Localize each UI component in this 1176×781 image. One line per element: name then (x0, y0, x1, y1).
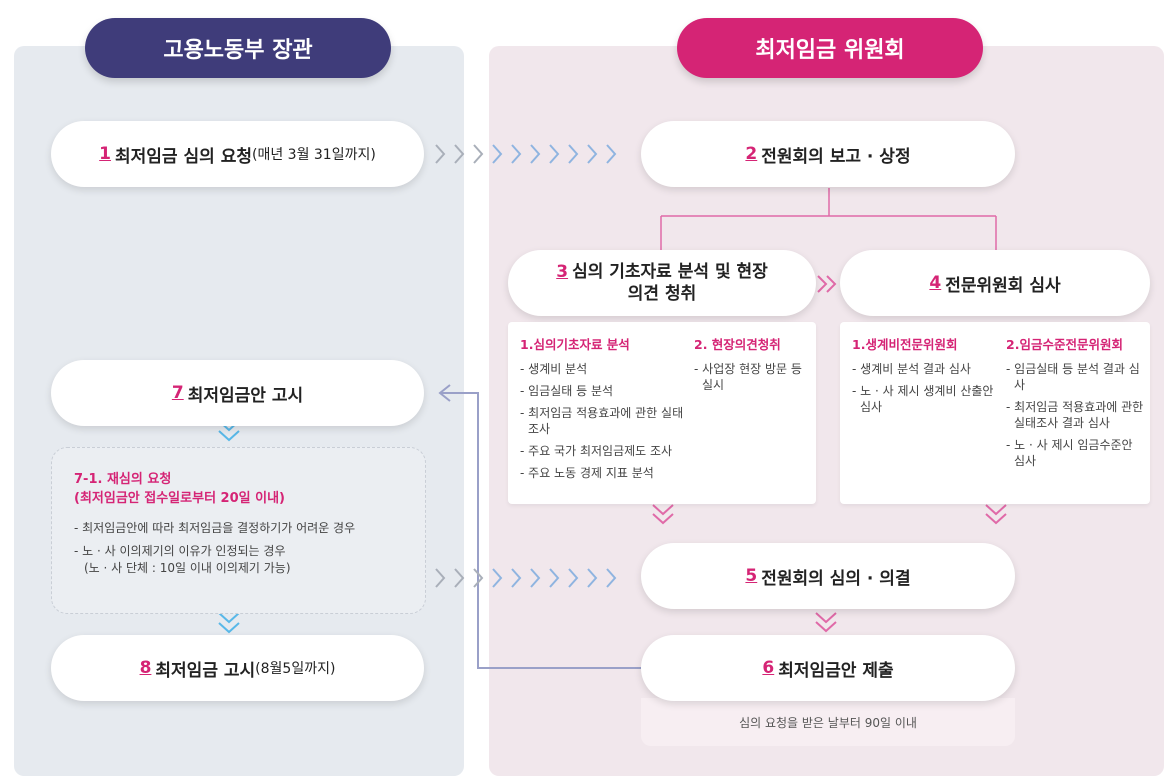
list-item: 생계비 분석 결과 심사 (852, 361, 996, 377)
tree-connector (660, 188, 997, 250)
step-8-label: 최저임금 고시 (155, 660, 256, 681)
step-2-box: 2 전원회의 보고 · 상정 (641, 121, 1015, 187)
step-7-label: 최저임금안 고시 (187, 385, 304, 406)
step-7-number: 7 (171, 383, 184, 403)
chevron-mark (587, 568, 598, 588)
list-item: 노 · 사 제시 생계비 산출안 심사 (852, 383, 996, 415)
reconsider-item-2-note: (노 · 사 단체 : 10일 이내 이의제기 가능) (84, 561, 291, 575)
list-item: 최저임금 적용효과에 관한실태조사 결과 심사 (1006, 399, 1146, 431)
chevron-down-4 (985, 504, 1007, 525)
step-5-label: 전원회의 심의 · 의결 (761, 568, 911, 589)
list-item: 임금실태 등 분석 (520, 383, 688, 399)
step-4-label: 전문위원회 심사 (945, 275, 1061, 296)
chevron-mark (606, 568, 617, 588)
step-2-label: 전원회의 보고 · 상정 (761, 146, 911, 167)
list-item: 사업장 현장 방문 등 실시 (694, 361, 806, 393)
step-4-col-2-title: 2.임금수준전문위원회 (1006, 337, 1123, 352)
chevron-down-7-1 (218, 612, 240, 634)
step-3-label-1: 심의 기초자료 분석 및 현장 (572, 262, 768, 282)
header-commission: 최저임금 위원회 (677, 18, 983, 78)
chevron-arrow-row-1 (435, 144, 617, 164)
chevron-mark (530, 568, 541, 588)
step-6-label: 최저임금안 제출 (778, 660, 894, 681)
step-1-box: 1 최저임금 심의 요청 (매년 3월 31일까지) (51, 121, 424, 187)
step-3-number: 3 (556, 262, 569, 282)
step-5-box: 5 전원회의 심의 · 의결 (641, 543, 1015, 609)
chevron-down-5 (815, 612, 837, 633)
step-4-box: 4 전문위원회 심사 (840, 250, 1150, 316)
reconsider-box: 7-1. 재심의 요청 (최저임금안 접수일로부터 20일 이내) - 최저임금… (51, 447, 426, 614)
step-3-details: 1.심의기초자료 분석 생계비 분석 임금실태 등 분석 최저임금 적용효과에 … (508, 322, 816, 504)
step-4-details: 1.생계비전문위원회 생계비 분석 결과 심사 노 · 사 제시 생계비 산출안… (840, 322, 1150, 504)
header-ministry: 고용노동부 장관 (85, 18, 391, 78)
step-8-number: 8 (139, 658, 152, 678)
step-3-col-2: 2. 현장의견청취 사업장 현장 방문 등 실시 (694, 334, 806, 399)
step-4-number: 4 (929, 273, 942, 293)
chevron-mark (568, 568, 579, 588)
step-3-col-1: 1.심의기초자료 분석 생계비 분석 임금실태 등 분석 최저임금 적용효과에 … (520, 334, 688, 487)
reconsider-item-2: - 노 · 사 이의제기의 이유가 인정되는 경우 (74, 544, 286, 558)
step-1-number: 1 (99, 144, 112, 164)
chevron-mark (454, 568, 465, 588)
step-4-col-2: 2.임금수준전문위원회 임금실태 등 분석 결과 심사 최저임금 적용효과에 관… (1006, 334, 1146, 475)
list-item: 생계비 분석 (520, 361, 688, 377)
chevron-mark (435, 568, 446, 588)
list-item: 주요 국가 최저임금제도 조사 (520, 443, 688, 459)
step-8-suffix: (8월5일까지) (255, 661, 336, 677)
list-item: 주요 노동 경제 지표 분석 (520, 465, 688, 481)
chevron-mark (492, 144, 503, 164)
reconsider-content: 7-1. 재심의 요청 (최저임금안 접수일로부터 20일 이내) - 최저임금… (74, 470, 414, 577)
chevron-mark (606, 144, 617, 164)
step-4-col-1: 1.생계비전문위원회 생계비 분석 결과 심사 노 · 사 제시 생계비 산출안… (852, 334, 996, 421)
list-item: 노 · 사 제시 임금수준안 심사 (1006, 437, 1146, 469)
step-1-label: 최저임금 심의 요청 (115, 146, 252, 167)
step-8-box: 8 최저임금 고시 (8월5일까지) (51, 635, 424, 701)
list-item: 최저임금 적용효과에 관한 실태조사 (520, 405, 688, 437)
chevron-mark (511, 568, 522, 588)
reconsider-title-2: (최저임금안 접수일로부터 20일 이내) (74, 491, 285, 506)
step-1-suffix: (매년 3월 31일까지) (251, 147, 376, 163)
chevron-mark (454, 144, 465, 164)
return-connector (438, 384, 641, 669)
reconsider-item-1: - 최저임금안에 따라 최저임금을 결정하기가 어려운 경우 (74, 521, 356, 535)
chevron-down-3 (652, 504, 674, 525)
list-item: 임금실태 등 분석 결과 심사 (1006, 361, 1146, 393)
step-6-number: 6 (762, 658, 775, 678)
chevron-mark (568, 144, 579, 164)
step-3-col-2-title: 2. 현장의견청취 (694, 337, 781, 352)
step-2-number: 2 (745, 144, 758, 164)
chevron-mark (435, 144, 446, 164)
step-5-number: 5 (745, 566, 758, 586)
step-6-box: 6 최저임금안 제출 (641, 635, 1015, 701)
chevron-arrow-row-2 (435, 568, 617, 588)
chevron-mark (473, 568, 484, 588)
step-3-col-1-title: 1.심의기초자료 분석 (520, 337, 630, 352)
step-3-label-2: 의견 청취 (627, 284, 697, 304)
reconsider-title-1: 7-1. 재심의 요청 (74, 472, 172, 487)
chevron-arrow-3-to-4 (817, 275, 837, 293)
chevron-mark (511, 144, 522, 164)
step-4-col-1-title: 1.생계비전문위원회 (852, 337, 958, 352)
chevron-mark (549, 568, 560, 588)
chevron-mark (549, 144, 560, 164)
chevron-mark (492, 568, 503, 588)
step-6-note: 심의 요청을 받은 날부터 90일 이내 (641, 698, 1015, 746)
chevron-mark (473, 144, 484, 164)
step-7-box: 7 최저임금안 고시 (51, 360, 424, 426)
chevron-mark (587, 144, 598, 164)
chevron-mark (530, 144, 541, 164)
